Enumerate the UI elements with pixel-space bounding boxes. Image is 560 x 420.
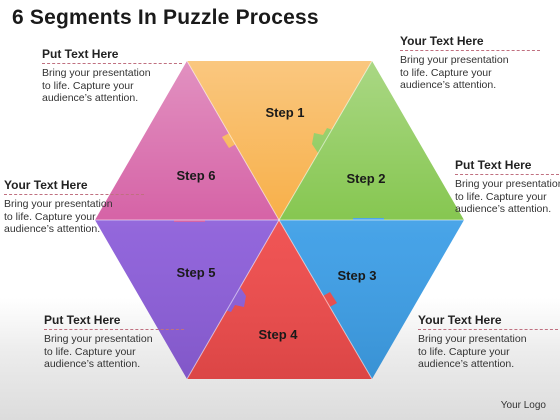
logo-text: Your Logo [500, 400, 546, 411]
callout-heading: Your Text Here [4, 178, 144, 195]
callout-body: Bring your presentation to life. Capture… [418, 333, 558, 371]
callout-line: audience’s attention. [42, 92, 139, 105]
callout-line: to life. Capture your [4, 210, 96, 223]
step-2-label: Step 2 [346, 171, 385, 186]
step-6-label: Step 6 [176, 168, 215, 183]
callout-heading: Your Text Here [400, 34, 540, 51]
callout-bottom-right: Your Text Here Bring your presentation t… [418, 313, 558, 371]
page-title: 6 Segments In Puzzle Process [12, 6, 319, 29]
callout-body: Bring your presentation to life. Capture… [42, 67, 182, 105]
callout-line: Bring your presentation [400, 54, 509, 66]
callout-heading: Put Text Here [455, 158, 559, 175]
callout-line: Bring your presentation [42, 67, 151, 79]
callout-line: to life. Capture your [418, 345, 510, 358]
callout-top-left: Put Text Here Bring your presentation to… [42, 47, 182, 105]
callout-line: audience’s attention. [4, 223, 101, 236]
callout-line: Bring your presentation [44, 333, 153, 345]
callout-line: audience’s attention. [44, 358, 141, 371]
step-1-label: Step 1 [265, 105, 304, 120]
callout-line: to life. Capture your [42, 79, 134, 92]
callout-line: to life. Capture your [455, 190, 547, 203]
callout-body: Bring your presentation to life. Capture… [455, 178, 560, 216]
callout-body: Bring your presentation to life. Capture… [4, 198, 144, 236]
callout-line: to life. Capture your [400, 66, 492, 79]
callout-line: audience’s attention. [455, 203, 552, 216]
callout-heading: Put Text Here [44, 313, 184, 330]
callout-middle-left: Your Text Here Bring your presentation t… [4, 178, 144, 236]
callout-bottom-left: Put Text Here Bring your presentation to… [44, 313, 184, 371]
step-3-label: Step 3 [337, 268, 376, 283]
callout-line: to life. Capture your [44, 345, 136, 358]
step-4-label: Step 4 [258, 327, 298, 342]
callout-body: Bring your presentation to life. Capture… [44, 333, 184, 371]
callout-heading: Your Text Here [418, 313, 558, 330]
segment-dividers [95, 60, 464, 380]
callout-line: Bring your presentation [418, 333, 527, 345]
callout-middle-right: Put Text Here Bring your presentation to… [455, 158, 560, 216]
callout-line: Bring your presentation [4, 198, 113, 210]
callout-heading: Put Text Here [42, 47, 182, 64]
callout-line: Bring your presentation [455, 178, 560, 190]
callout-top-right: Your Text Here Bring your presentation t… [400, 34, 540, 92]
callout-body: Bring your presentation to life. Capture… [400, 54, 540, 92]
callout-line: audience’s attention. [418, 358, 515, 371]
step-5-label: Step 5 [176, 265, 215, 280]
callout-line: audience’s attention. [400, 79, 497, 92]
